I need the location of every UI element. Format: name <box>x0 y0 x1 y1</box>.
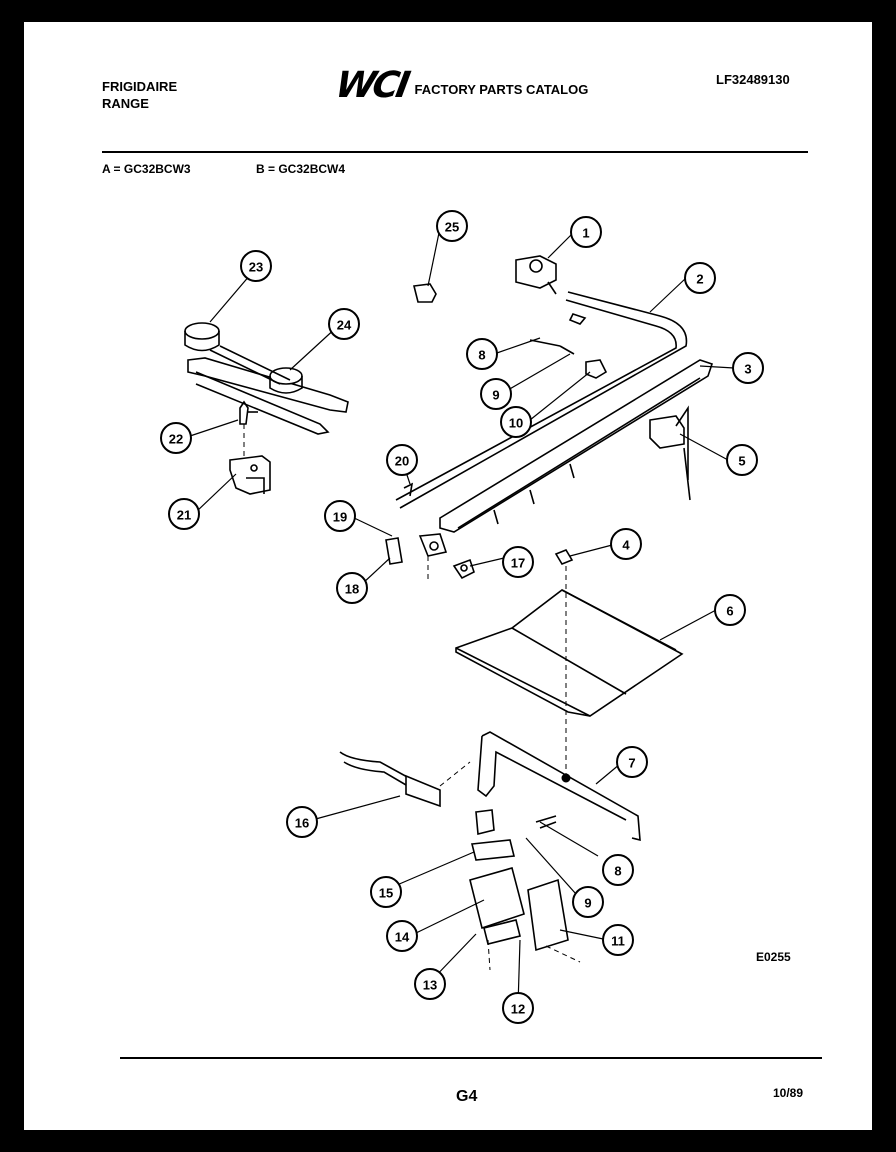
callout-15: 15 <box>370 876 402 908</box>
footer-divider <box>120 1057 822 1059</box>
callout-10: 10 <box>500 406 532 438</box>
svg-text:10: 10 <box>509 416 523 431</box>
svg-text:21: 21 <box>177 508 191 523</box>
svg-text:23: 23 <box>249 260 263 275</box>
svg-text:7: 7 <box>628 756 635 771</box>
leader-lines <box>189 227 735 1007</box>
svg-text:25: 25 <box>445 220 459 235</box>
svg-text:9: 9 <box>492 388 499 403</box>
callout-18: 18 <box>336 572 368 604</box>
svg-text:2: 2 <box>696 272 703 287</box>
callout-22: 22 <box>160 422 192 454</box>
callout-3: 3 <box>732 352 764 384</box>
svg-text:8: 8 <box>478 348 485 363</box>
gas-regulator <box>515 255 557 295</box>
callout-4: 4 <box>610 528 642 560</box>
svg-text:6: 6 <box>726 604 733 619</box>
burner-clip <box>239 400 258 425</box>
callout-16: 16 <box>286 806 318 838</box>
svg-text:5: 5 <box>738 454 745 469</box>
svg-text:9: 9 <box>584 896 591 911</box>
page-identifier: G4 <box>456 1088 478 1105</box>
drawing-code: E0255 <box>756 950 791 964</box>
product-type: RANGE <box>102 96 149 111</box>
svg-text:17: 17 <box>511 556 525 571</box>
callout-5: 5 <box>726 444 758 476</box>
callout-23: 23 <box>240 250 272 282</box>
svg-text:22: 22 <box>169 432 183 447</box>
oven-valve-parts <box>385 482 475 580</box>
igniter-module <box>469 809 581 971</box>
brand-block: FRIGIDAIRE RANGE <box>102 78 177 112</box>
igniter-harness <box>339 751 471 808</box>
svg-text:16: 16 <box>295 816 309 831</box>
callout-13: 13 <box>414 968 446 1000</box>
callout-24: 24 <box>328 308 360 340</box>
svg-text:20: 20 <box>395 454 409 469</box>
callout-9: 9 <box>480 378 512 410</box>
callout-21: 21 <box>168 498 200 530</box>
callout-6: 6 <box>714 594 746 626</box>
manifold-bracket <box>439 359 714 533</box>
callout-14: 14 <box>386 920 418 952</box>
svg-text:24: 24 <box>337 318 352 333</box>
burner-valve <box>529 339 608 379</box>
header-divider <box>102 151 808 153</box>
svg-text:11: 11 <box>611 934 625 949</box>
svg-text:18: 18 <box>345 582 359 597</box>
brand-name: FRIGIDAIRE <box>102 79 178 94</box>
callout-17: 17 <box>502 546 534 578</box>
callout-11: 11 <box>602 924 634 956</box>
callout-9-lower: 9 <box>572 886 604 918</box>
svg-text:14: 14 <box>395 930 410 945</box>
svg-text:19: 19 <box>333 510 347 525</box>
spark-switch <box>554 549 574 565</box>
svg-text:8: 8 <box>614 864 621 879</box>
svg-text:1: 1 <box>582 226 589 241</box>
catalog-title-block: WCI FACTORY PARTS CATALOG <box>332 65 589 106</box>
burner-support-bracket <box>477 731 641 842</box>
callout-7: 7 <box>616 746 648 778</box>
callout-8-lower: 8 <box>602 854 634 886</box>
svg-text:4: 4 <box>622 538 630 553</box>
callout-19: 19 <box>324 500 356 532</box>
callout-20: 20 <box>386 444 418 476</box>
callout-12: 12 <box>502 992 534 1024</box>
model-a-label: A = GC32BCW3 <box>102 162 191 176</box>
svg-text:13: 13 <box>423 978 437 993</box>
svg-text:3: 3 <box>744 362 751 377</box>
catalog-title: FACTORY PARTS CATALOG <box>414 81 589 97</box>
callout-1: 1 <box>570 216 602 248</box>
manifold-pipe <box>395 291 688 509</box>
revision-date: 10/89 <box>773 1086 804 1100</box>
burner-bracket <box>229 455 271 495</box>
catalog-part-number: LF32489130 <box>716 72 790 87</box>
heat-shield <box>455 589 684 717</box>
oven-thermostat <box>649 405 691 501</box>
callout-2: 2 <box>684 262 716 294</box>
model-b-label: B = GC32BCW4 <box>256 162 346 176</box>
catalog-sheet <box>24 22 872 1130</box>
shutoff-valve <box>413 283 437 303</box>
surface-burner-assembly <box>184 322 349 435</box>
svg-text:15: 15 <box>379 886 393 901</box>
svg-text:12: 12 <box>511 1002 525 1017</box>
callout-8: 8 <box>466 338 498 370</box>
callout-25: 25 <box>436 210 468 242</box>
